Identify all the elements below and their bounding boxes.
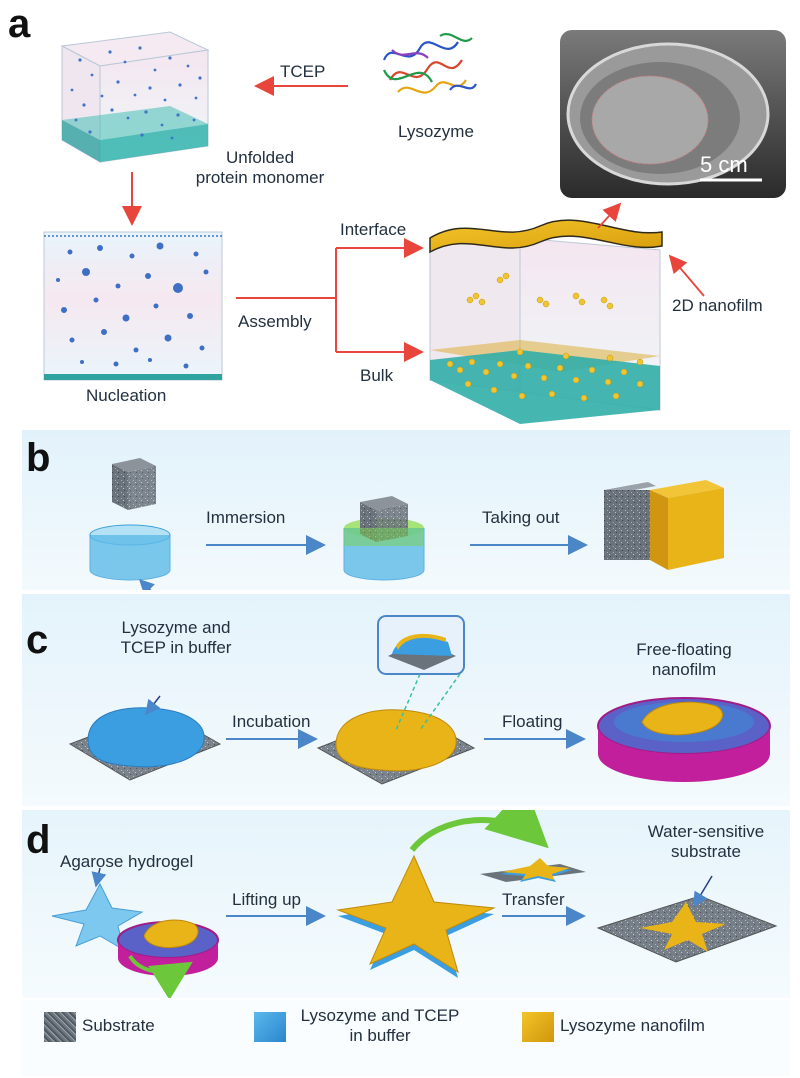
dish-d1	[117, 919, 219, 976]
nucleation-label: Nucleation	[86, 386, 167, 405]
substrate-cube-b1	[112, 458, 156, 510]
legend-substrate: Substrate	[82, 1016, 155, 1035]
nanofilm-swatch	[522, 1012, 554, 1042]
buffer-drop-on-substrate	[68, 707, 222, 781]
panel-c-diagram	[68, 615, 771, 785]
cross-section-inset	[377, 615, 465, 731]
unfolded-monomer-label: Unfolded protein monomer	[150, 148, 370, 187]
assembly-label: Assembly	[238, 312, 312, 331]
assembled-cube	[429, 219, 663, 424]
nanofilm-on-substrate	[316, 709, 476, 785]
panel-a-diagram	[43, 30, 786, 424]
floating-label: Floating	[502, 712, 563, 731]
agarose-label: Agarose hydrogel	[60, 852, 194, 871]
panel-b-diagram	[89, 458, 724, 590]
buffer-line-2: TCEP in buffer	[120, 637, 232, 657]
water-line-2: substrate	[671, 841, 741, 861]
panel-a-letter: a	[8, 2, 31, 46]
nanofilm-photo	[560, 30, 786, 198]
incubation-label: Incubation	[232, 712, 311, 731]
buffer-swatch	[254, 1012, 286, 1042]
interface-label: Interface	[340, 220, 407, 239]
monomer-cube	[60, 31, 210, 163]
water-sensitive-substrate	[596, 895, 778, 963]
bulk-label: Bulk	[360, 366, 394, 385]
legend-background	[22, 1000, 790, 1076]
transfer-label: Transfer	[502, 890, 565, 909]
tcep-label: TCEP	[280, 62, 326, 81]
monomer-dots	[70, 46, 202, 140]
coated-cube-b3	[604, 480, 724, 570]
panel-c-letter: c	[26, 618, 49, 662]
legend-nanofilm: Lysozyme nanofilm	[560, 1016, 705, 1035]
legend-buffer-line-1: Lysozyme and TCEP	[300, 1006, 460, 1025]
buffer-cup-b1	[89, 524, 171, 581]
nanofilm-2d-label: 2D nanofilm	[672, 296, 763, 315]
substrate-swatch	[44, 1012, 76, 1042]
taking-out-label: Taking out	[482, 508, 560, 527]
water-line-1: Water-sensitive	[647, 822, 765, 841]
buffer-line-1: Lysozyme and	[121, 618, 231, 637]
nucleation-box	[43, 231, 223, 381]
lifting-up-label: Lifting up	[232, 890, 301, 909]
immersed-cube-b2	[343, 496, 425, 581]
panel-b-letter: b	[26, 436, 51, 480]
panel-d-diagram	[51, 810, 778, 998]
lysozyme-structure	[382, 33, 477, 94]
immersion-label: Immersion	[206, 508, 286, 527]
lifted-star	[336, 854, 496, 978]
floating-dish	[597, 697, 771, 782]
agarose-star	[51, 882, 144, 952]
free-line-2: nanofilm	[651, 659, 717, 679]
free-line-1: Free-floating	[636, 640, 732, 659]
water-sensitive-label: Water-sensitive substrate	[626, 822, 786, 861]
unfolded-line-2: protein monomer	[195, 167, 325, 187]
scale-bar-label: 5 cm	[700, 152, 748, 177]
buffer-label: Lysozyme and TCEP in buffer	[76, 618, 276, 657]
lysozyme-label: Lysozyme	[398, 122, 474, 141]
legend-buffer: Lysozyme and TCEP in buffer	[290, 1006, 470, 1045]
unfolded-line-1: Unfolded	[225, 148, 295, 167]
legend-buffer-line-2: in buffer	[349, 1025, 411, 1045]
transfer-inset	[480, 858, 586, 882]
free-floating-label: Free-floating nanofilm	[614, 640, 754, 679]
panel-d-letter: d	[26, 818, 51, 862]
